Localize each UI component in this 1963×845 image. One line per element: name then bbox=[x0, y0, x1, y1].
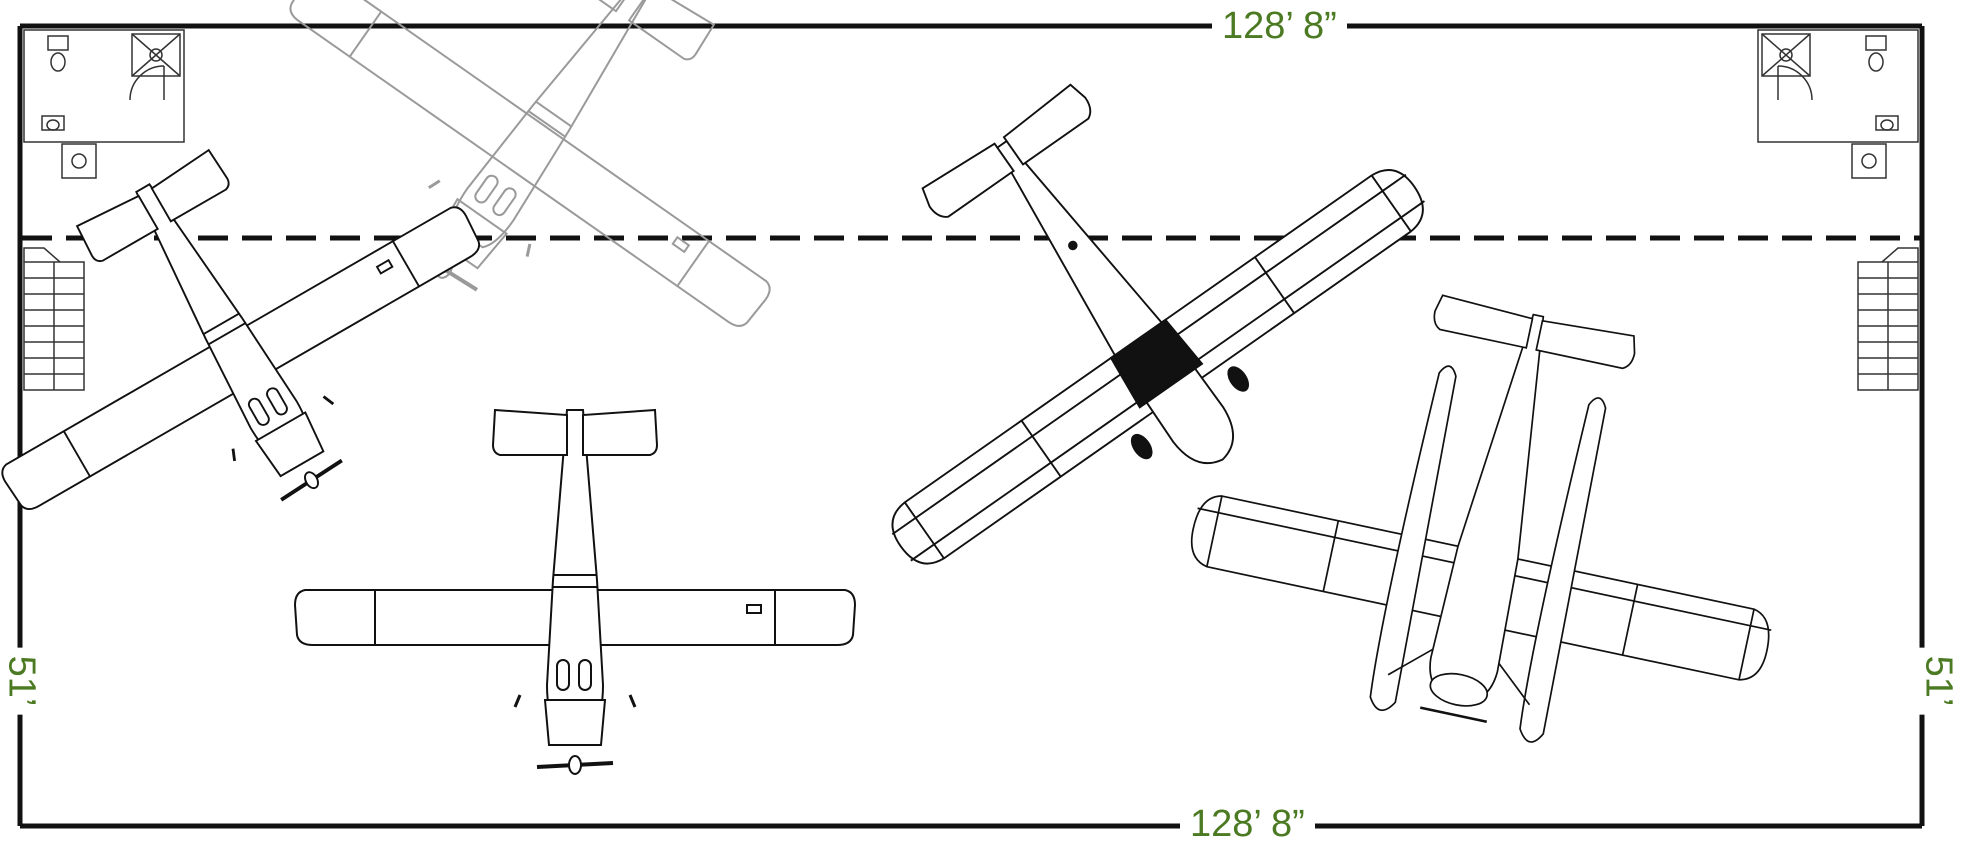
restroom-left bbox=[23, 29, 185, 179]
aircraft-high-wing-single-engine-faded bbox=[208, 0, 880, 440]
right-depth-label: 51’ bbox=[1917, 647, 1959, 715]
left-depth-label: 51’ bbox=[0, 647, 42, 715]
aircraft-high-wing-single-engine-2 bbox=[293, 408, 857, 776]
aircraft-high-wing-single-engine-1 bbox=[0, 53, 549, 623]
stairs-left bbox=[23, 247, 85, 391]
top-width-label: 128’ 8” bbox=[1212, 7, 1347, 45]
stairs-right bbox=[1857, 247, 1919, 391]
bottom-width-label: 128’ 8” bbox=[1180, 805, 1315, 843]
restroom-right bbox=[1757, 29, 1919, 179]
